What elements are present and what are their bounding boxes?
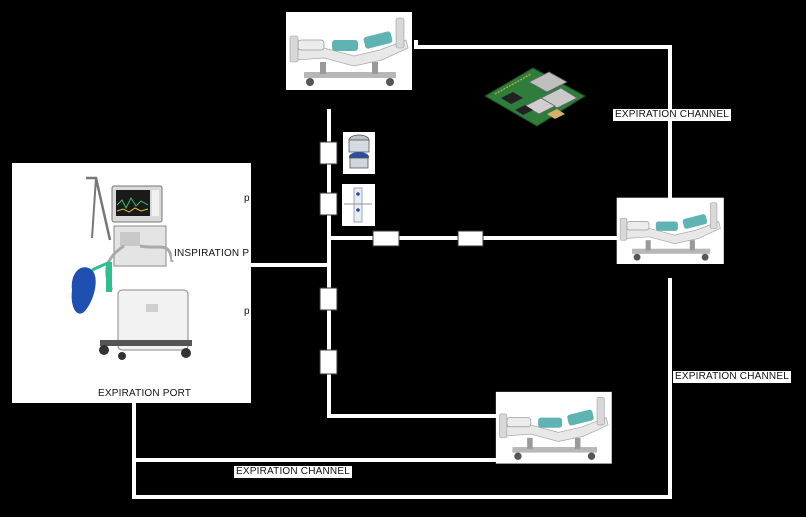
valve-box — [319, 349, 338, 375]
top-expiration-line — [414, 40, 672, 198]
flow-sensor-icon — [342, 184, 375, 226]
expiration-channel-label-right: EXPIRATION CHANNEL — [673, 371, 791, 383]
valve-box — [319, 287, 338, 311]
inspiration-port-label: INSPIRATION P — [172, 248, 252, 260]
hospital-bed-icon — [616, 197, 725, 265]
partial-label-lower: p — [244, 306, 250, 317]
valve-box — [372, 230, 400, 247]
trunk-valves — [319, 141, 484, 375]
hospital-bed-icon — [285, 11, 413, 91]
expiration-channel-label-bottom: EXPIRATION CHANNEL — [234, 466, 352, 478]
hospital-bed-icon — [495, 391, 613, 465]
valve-box — [319, 192, 338, 216]
valve-icon — [343, 132, 375, 174]
valve-box — [319, 141, 338, 165]
ventilator-icon — [12, 163, 251, 403]
expiration-port-label: EXPIRATION PORT — [98, 388, 192, 399]
valve-box — [457, 230, 484, 247]
expiration-channel-label-top: EXPIRATION CHANNEL — [613, 109, 731, 121]
right-expiration-line — [132, 278, 672, 499]
raspberry-pi-board-icon — [484, 67, 586, 127]
partial-label-upper: p — [244, 193, 250, 204]
